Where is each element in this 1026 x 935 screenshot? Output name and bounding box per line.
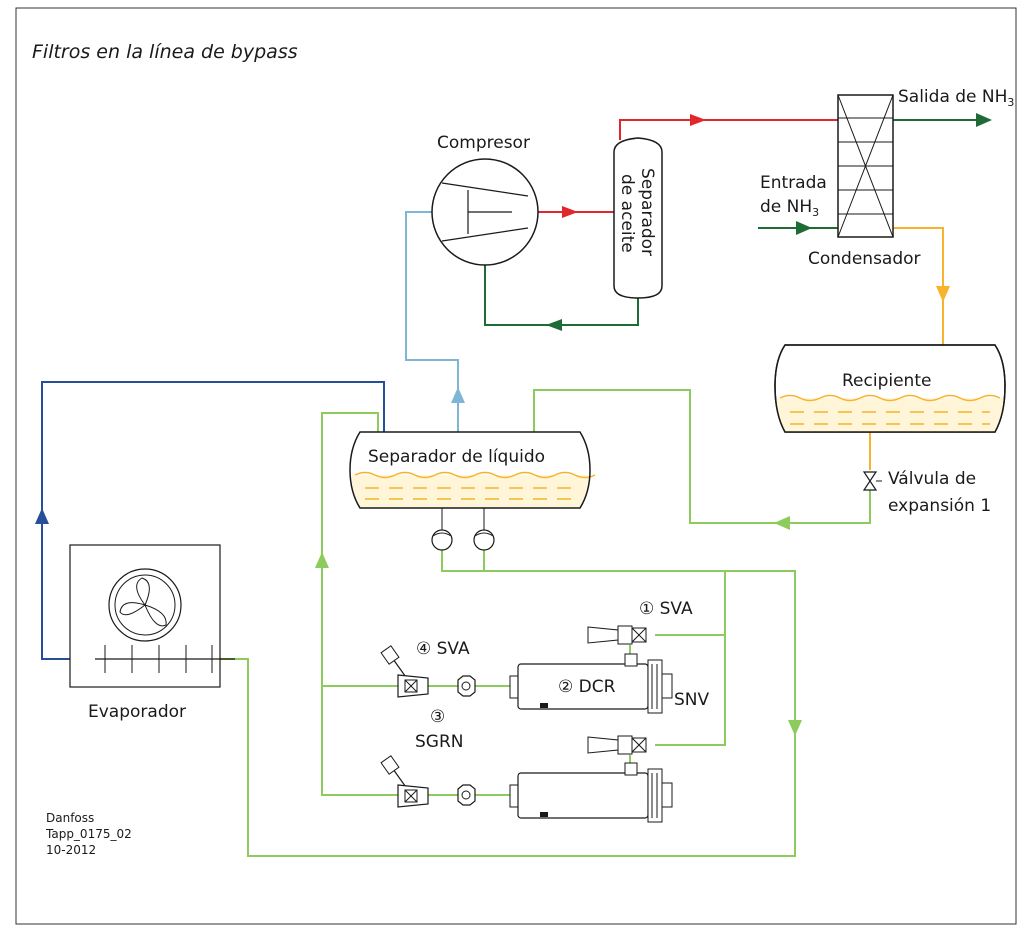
filter-drier-dcr [509, 762, 663, 823]
compressor-symbol [431, 158, 539, 266]
wet-return-line [41, 381, 385, 660]
oil-return-arrow [546, 319, 562, 331]
outer-border [15, 7, 1017, 925]
pump-symbol [473, 508, 495, 551]
nh3-inlet-label-2: de NH3 [760, 197, 819, 219]
pump-symbol [431, 508, 453, 551]
snv-valve [661, 782, 673, 808]
expansion-valve-label-1: Válvula de [888, 469, 976, 489]
compressor-label: Compresor [437, 133, 530, 153]
sva-1-label: ① SVA [639, 599, 693, 619]
wet-return-arrow [35, 508, 49, 524]
suction-arrow [451, 387, 465, 403]
expansion-valve-symbol [862, 471, 882, 491]
pumped-arrow-down [788, 720, 802, 736]
diagram-title: Filtros en la línea de bypass [32, 41, 298, 63]
evaporator-label: Evaporador [88, 702, 186, 722]
evaporator-symbol [69, 544, 235, 688]
sgrn-number-label: ③ [430, 707, 445, 727]
nh3-outlet-arrow [976, 113, 992, 127]
liquid-line [893, 227, 944, 345]
nh3-inlet-label-1: Entrada [760, 173, 827, 193]
sva-4-label: ④ SVA [416, 639, 470, 659]
nh3-outlet-label: Salida de NH3 [898, 87, 1014, 109]
bypass-valve-sva [380, 755, 429, 808]
pumped-arrow-up [315, 552, 329, 568]
dcr-label: ② DCR [558, 677, 616, 697]
liquid-separator-label: Separador de líquido [368, 447, 545, 467]
filter-sgrn [457, 675, 476, 697]
footer-brand: Danfoss [46, 811, 94, 825]
nh3-inlet-arrow [796, 221, 812, 235]
stop-valve-sva [587, 735, 647, 755]
discharge-arrow [690, 114, 706, 126]
oil-separator-label-2: de aceite [617, 174, 637, 253]
pumped-liquid-lines [170, 389, 871, 857]
receiver-symbol [774, 344, 1006, 433]
discharge-arrow [562, 206, 578, 218]
sgrn-label: SGRN [415, 732, 464, 752]
suction-line [405, 211, 459, 432]
liquid-arrow [936, 286, 950, 302]
receiver-label: Recipiente [842, 371, 931, 391]
filter-sgrn [457, 784, 476, 806]
snv-valve [661, 673, 673, 699]
pumped-arrow-left [774, 516, 790, 530]
snv-label: SNV [674, 690, 710, 710]
condenser-label: Condensador [808, 249, 921, 269]
bypass-valve-sva [380, 645, 429, 698]
liquid-separator-symbol [349, 431, 596, 509]
footer-code: Tapp_0175_02 [45, 827, 132, 841]
stop-valve-sva-1 [587, 625, 647, 645]
condenser-symbol [837, 94, 894, 238]
footer-date: 10-2012 [46, 843, 96, 857]
oil-separator-symbol [613, 137, 663, 299]
expansion-valve-label-2: expansión 1 [888, 496, 991, 516]
oil-separator-label-1: Separador [637, 168, 657, 256]
filter-drier-dcr [509, 653, 663, 714]
